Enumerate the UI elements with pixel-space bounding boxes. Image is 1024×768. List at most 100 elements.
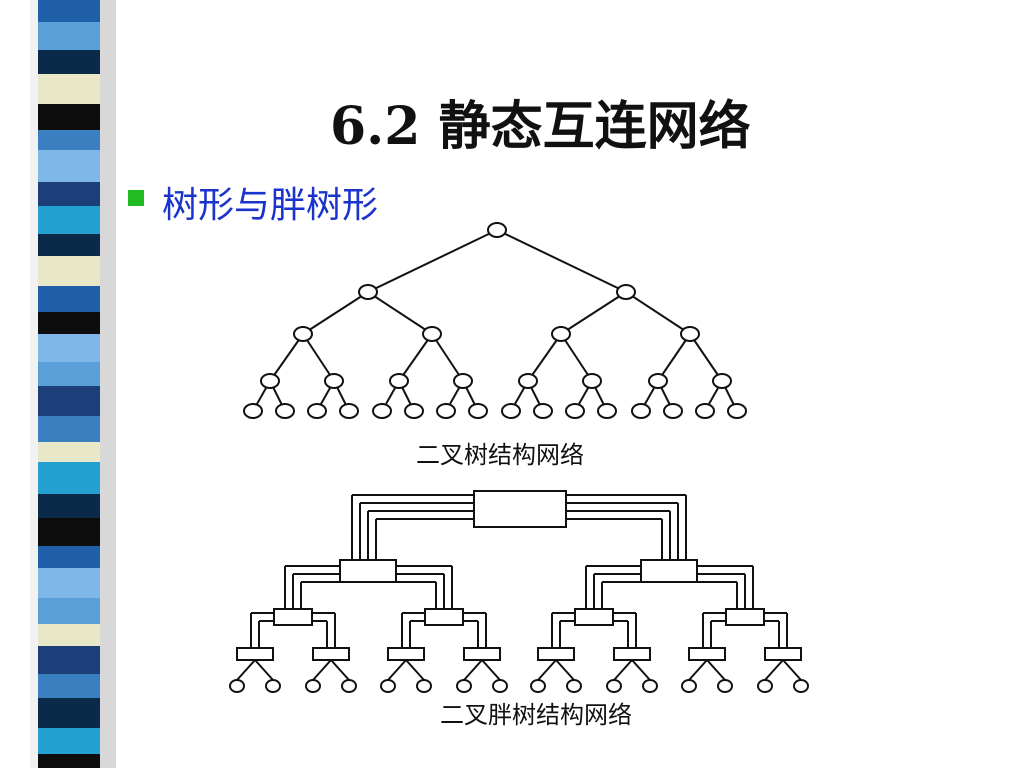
bullet-square-icon (128, 190, 144, 206)
binary-tree-caption: 二叉树结构网络 (416, 441, 584, 469)
fat-tree-leaf-node (642, 679, 658, 693)
fat-tree-switch-level2 (424, 608, 464, 626)
fat-tree-link (387, 659, 407, 681)
tree-edge (398, 333, 433, 382)
stripe-block (38, 0, 100, 22)
tree-edge (560, 291, 627, 335)
stripe-block (38, 698, 100, 728)
tree-edge (302, 291, 369, 335)
stripe-block (38, 130, 100, 150)
tree-edge (431, 333, 464, 382)
stripe-block (38, 234, 100, 256)
tree-edge (302, 333, 335, 382)
tree-edge (367, 229, 498, 293)
tree-node (501, 403, 521, 419)
tree-node (487, 222, 507, 238)
tree-node (468, 403, 488, 419)
fat-tree-leaf-node (530, 679, 546, 693)
stripe-edge (30, 0, 38, 768)
tree-node (243, 403, 263, 419)
tree-node (260, 373, 280, 389)
fat-tree-root-switch (473, 490, 567, 528)
tree-node (436, 403, 456, 419)
fat-tree-link (330, 659, 350, 681)
tree-node (404, 403, 424, 419)
fat-tree-link (254, 659, 274, 681)
stripe-block (38, 22, 100, 50)
tree-node (616, 284, 636, 300)
fat-tree-leaf-node (793, 679, 809, 693)
fat-tree-link (706, 659, 726, 681)
stripe-block (38, 256, 100, 286)
fat-tree-link (463, 659, 483, 681)
stripe-block (38, 518, 100, 546)
stripe-block (38, 728, 100, 754)
fat-tree-switch-level1 (339, 559, 397, 583)
fat-tree-switch-level3 (387, 647, 425, 661)
tree-node (551, 326, 571, 342)
binary-tree-diagram (243, 222, 747, 419)
fat-tree-leaf-node (305, 679, 321, 693)
tree-node (727, 403, 747, 419)
stripe-block (38, 624, 100, 646)
fat-tree-leaf-node (757, 679, 773, 693)
stripe-block (38, 74, 100, 104)
tree-edge (269, 333, 304, 382)
fat-tree-link (782, 659, 802, 681)
stripe-block (38, 206, 100, 234)
fat-tree-switch-level3 (764, 647, 802, 661)
tree-node (453, 373, 473, 389)
fat-tree-leaf-node (229, 679, 245, 693)
fat-tree-link (312, 659, 332, 681)
tree-node (275, 403, 295, 419)
stripe-block (38, 598, 100, 624)
fat-tree-leaf-node (341, 679, 357, 693)
stripe-block (38, 286, 100, 312)
stripe-block (38, 546, 100, 568)
tree-node (565, 403, 585, 419)
fat-tree-switch-level3 (537, 647, 575, 661)
fat-tree-switch-level3 (236, 647, 274, 661)
tree-node (372, 403, 392, 419)
fat-tree-link (481, 659, 501, 681)
fat-tree-switch-level3 (312, 647, 350, 661)
fat-tree-switch-level2 (725, 608, 765, 626)
tree-node (663, 403, 683, 419)
tree-node (712, 373, 732, 389)
fat-tree-link (405, 659, 425, 681)
fat-tree-switch-level2 (273, 608, 313, 626)
fat-tree-leaf-node (265, 679, 281, 693)
tree-node (597, 403, 617, 419)
tree-node (422, 326, 442, 342)
tree-node (533, 403, 553, 419)
fat-tree-switch-level3 (463, 647, 501, 661)
tree-edge (367, 291, 433, 335)
fat-tree-switch-level1 (640, 559, 698, 583)
fat-tree-leaf-node (492, 679, 508, 693)
decorative-side-stripe (30, 0, 116, 768)
stripe-block (38, 104, 100, 130)
tree-edge (496, 229, 627, 293)
tree-node (582, 373, 602, 389)
fat-tree-link (631, 659, 651, 681)
fat-tree-link (688, 659, 708, 681)
slide-title: 6.2 静态互连网络 (330, 96, 751, 157)
fat-tree-switch-level2 (574, 608, 614, 626)
fat-tree-link (537, 659, 557, 681)
stripe-block (38, 150, 100, 182)
tree-node (518, 373, 538, 389)
stripe-block (38, 646, 100, 674)
tree-node (695, 403, 715, 419)
stripe-block (38, 386, 100, 416)
tree-node (680, 326, 700, 342)
stripe-block (38, 416, 100, 442)
fat-tree-caption: 二叉胖树结构网络 (440, 701, 632, 729)
tree-node (648, 373, 668, 389)
stripe-block (38, 754, 100, 768)
stripe-block (38, 494, 100, 518)
fat-tree-leaf-node (681, 679, 697, 693)
stripe-block (38, 462, 100, 494)
tree-edge (527, 333, 562, 382)
fat-tree-leaf-node (566, 679, 582, 693)
